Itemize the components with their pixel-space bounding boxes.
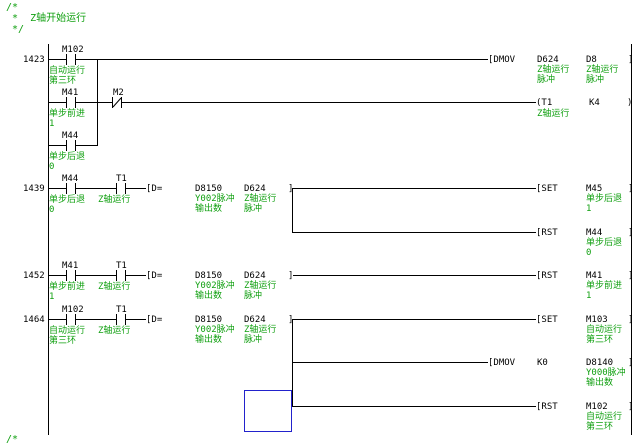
operand-comment: 单步后退 0 [586, 238, 623, 258]
instruction[interactable]: [SET [536, 315, 558, 325]
header-comment-open: /* [6, 2, 19, 13]
contact-comment: Z轴运行 [98, 195, 131, 205]
operand-comment: Z轴运行 脉冲 [244, 194, 277, 214]
operand-comment: Y002脉冲 输出数 [195, 281, 235, 301]
instruction[interactable]: (T1 [536, 98, 553, 108]
instruction-close: ] [628, 358, 634, 368]
footer-comment-open: /* [6, 434, 19, 445]
instruction-close: ] [628, 271, 634, 281]
instruction[interactable]: [DMOV [488, 358, 516, 368]
contact-comment: 单步前进 1 [49, 109, 86, 129]
contact-comment: 单步后退 0 [49, 152, 86, 172]
contact-comment: 单步前进 1 [49, 282, 86, 302]
contact-comment: 自动运行 第三环 [49, 326, 86, 346]
step-number: 1452 [23, 271, 45, 281]
operand-comment: 自动运行 第三环 [586, 325, 623, 345]
operand[interactable]: D8140 [586, 358, 614, 368]
instruction-close: ] [628, 55, 634, 65]
instruction-close: ] [628, 402, 634, 412]
contact-device[interactable]: M102 [62, 45, 84, 55]
contact-comment: Z轴运行 [98, 282, 131, 292]
operand-comment: 自动运行 第三环 [586, 412, 623, 432]
rung-1439-wiring [48, 183, 536, 233]
instruction[interactable]: [D= [146, 271, 163, 281]
operand-comment: Z轴运行 脉冲 [586, 65, 619, 85]
operand[interactable]: D624 [244, 184, 266, 194]
step-number: 1439 [23, 184, 45, 194]
operand[interactable]: D624 [244, 271, 266, 281]
contact-device[interactable]: T1 [116, 261, 127, 271]
step-number: 1464 [23, 315, 45, 325]
contact-device[interactable]: T1 [116, 174, 127, 184]
rung-1423-wiring [48, 54, 536, 151]
operand[interactable]: M103 [586, 315, 608, 325]
contact-device[interactable]: M41 [62, 88, 79, 98]
instruction[interactable]: [RST [536, 228, 558, 238]
operand-comment: Z轴运行 脉冲 [244, 281, 277, 301]
operand[interactable]: D8150 [195, 271, 223, 281]
operand-comment: Y002脉冲 输出数 [195, 325, 235, 345]
contact-device[interactable]: M44 [62, 131, 79, 141]
contact-device[interactable]: M102 [62, 305, 84, 315]
instruction[interactable]: [RST [536, 402, 558, 412]
operand[interactable]: D8150 [195, 315, 223, 325]
step-number: 1423 [23, 55, 45, 65]
operand[interactable]: D624 [537, 55, 559, 65]
rung-1464-wiring [48, 314, 536, 407]
instruction-close: ] [628, 184, 634, 194]
contact-comment: 自动运行 第三环 [49, 66, 86, 86]
instruction-close: ] [628, 315, 634, 325]
operand-comment: Z轴运行 脉冲 [244, 325, 277, 345]
rung-1452-wiring [48, 270, 536, 281]
header-comment-title: * Z轴开始运行 [6, 13, 87, 24]
instruction[interactable]: [DMOV [488, 55, 516, 65]
operand[interactable]: D8150 [195, 184, 223, 194]
instruction-close: ] [628, 228, 634, 238]
operand[interactable]: K4 [589, 98, 600, 108]
instruction-close: ) [627, 98, 633, 108]
operand-comment: Y002脉冲 输出数 [195, 194, 235, 214]
instruction-close: ] [288, 184, 294, 194]
instruction-close: ] [288, 271, 294, 281]
contact-comment: 单步后退 0 [49, 195, 86, 215]
operand-comment: 单步前进 1 [586, 281, 623, 301]
editor-cursor[interactable] [244, 390, 292, 432]
contact-device[interactable]: M41 [62, 261, 79, 271]
operand[interactable]: D8 [586, 55, 597, 65]
operand[interactable]: D624 [244, 315, 266, 325]
contact-device[interactable]: M44 [62, 174, 79, 184]
instruction[interactable]: [D= [146, 184, 163, 194]
operand[interactable]: M45 [586, 184, 603, 194]
operand-comment: Z轴运行 [537, 109, 570, 119]
operand-comment: Z轴运行 脉冲 [537, 65, 570, 85]
contact-device[interactable]: M2 [113, 88, 124, 98]
header-comment-close: */ [6, 24, 25, 35]
operand[interactable]: M44 [586, 228, 603, 238]
instruction-close: ] [288, 315, 294, 325]
instruction[interactable]: [SET [536, 184, 558, 194]
contact-comment: Z轴运行 [98, 326, 131, 336]
instruction[interactable]: [RST [536, 271, 558, 281]
instruction[interactable]: [D= [146, 315, 163, 325]
contact-device[interactable]: T1 [116, 305, 127, 315]
operand-comment: 单步后退 1 [586, 194, 623, 214]
operand-comment: Y000脉冲 输出数 [586, 368, 626, 388]
operand[interactable]: K0 [537, 358, 548, 368]
operand[interactable]: M41 [586, 271, 603, 281]
operand[interactable]: M102 [586, 402, 608, 412]
